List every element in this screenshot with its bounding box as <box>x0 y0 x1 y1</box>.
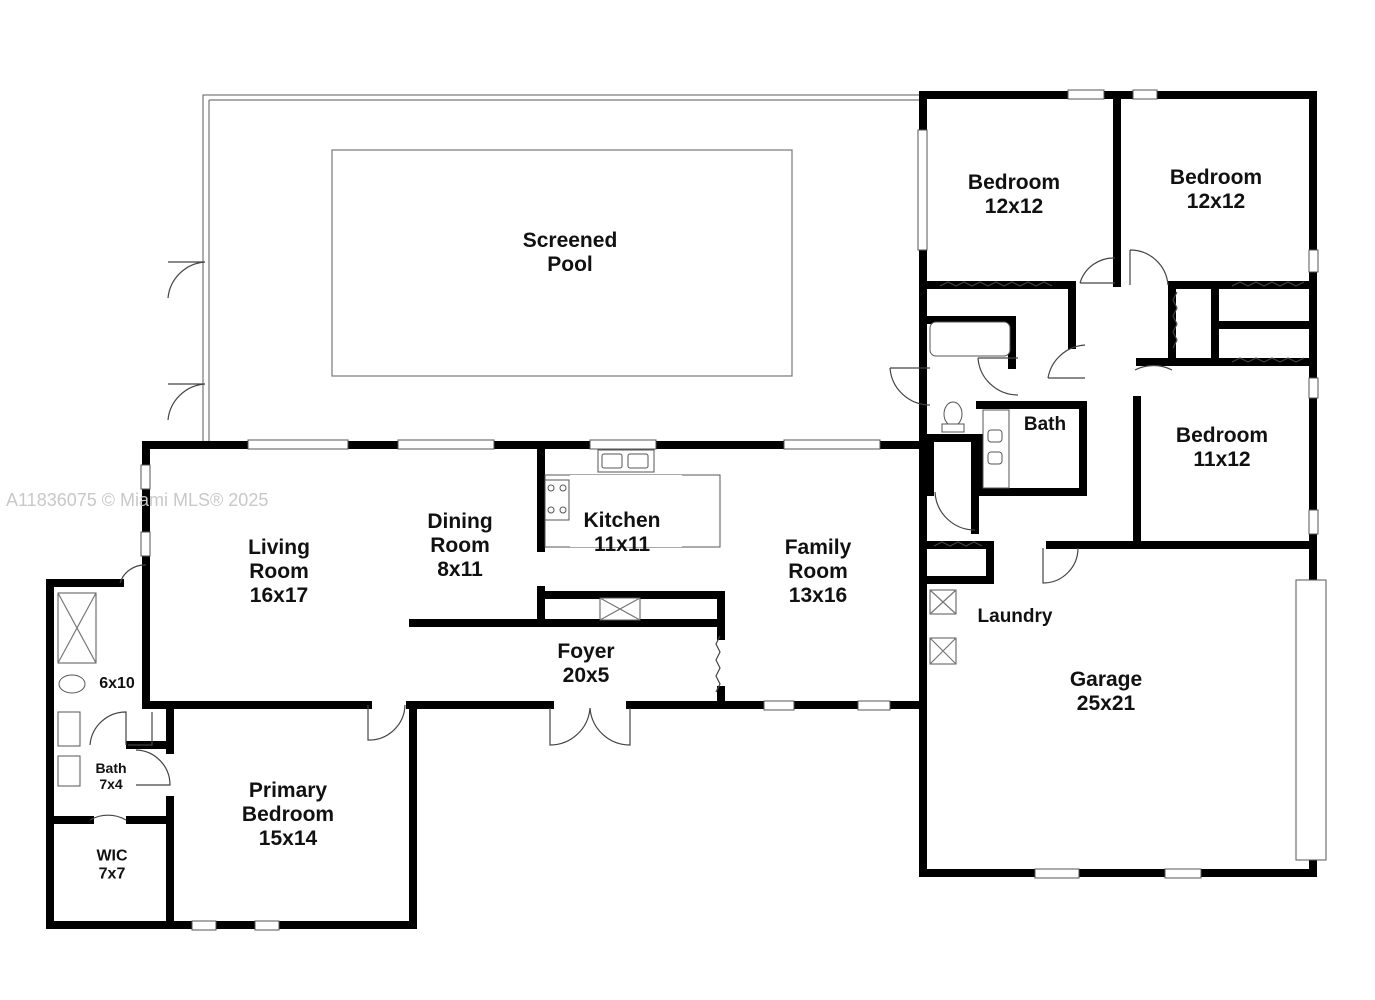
bath-hall-label: Bath <box>1023 414 1067 436</box>
family-room-label: Family Room 13x16 <box>784 535 852 608</box>
screened-pool-label: Screened Pool <box>522 228 618 276</box>
pool-door-1 <box>167 261 206 299</box>
living-room-label: Living Room 16x17 <box>248 535 310 608</box>
sink-primary-2 <box>57 755 81 787</box>
tub <box>929 321 1011 357</box>
primary-bath-size-label: 6x10 <box>99 674 135 692</box>
windows <box>140 89 1327 931</box>
toilet-hall <box>943 401 963 427</box>
garage-label: Garage 25x21 <box>1069 667 1143 715</box>
laundry-label: Laundry <box>977 606 1053 628</box>
pool-outline <box>331 149 793 377</box>
primary-bedroom-label: Primary Bedroom 15x14 <box>241 778 335 851</box>
toilet-primary <box>58 674 86 694</box>
sink-primary-1 <box>57 711 81 747</box>
bath-7x4-label: Bath 7x4 <box>95 759 127 792</box>
fixtures <box>57 321 1011 787</box>
dining-room-label: Dining Room 8x11 <box>427 509 493 582</box>
kitchen-label: Kitchen 11x11 <box>583 508 661 556</box>
vanity-hall <box>982 409 1010 489</box>
wic-label: WIC 7x7 <box>96 847 128 883</box>
bedroom-a-label: Bedroom 12x12 <box>967 170 1061 218</box>
watermark: A11836075 © Miami MLS® 2025 <box>6 490 269 510</box>
doors <box>89 249 1305 821</box>
bedroom-c-label: Bedroom 11x12 <box>1175 423 1269 471</box>
foyer-label: Foyer 20x5 <box>557 639 615 687</box>
pool-door-2 <box>167 383 206 421</box>
bedroom-b-label: Bedroom 12x12 <box>1169 165 1263 213</box>
